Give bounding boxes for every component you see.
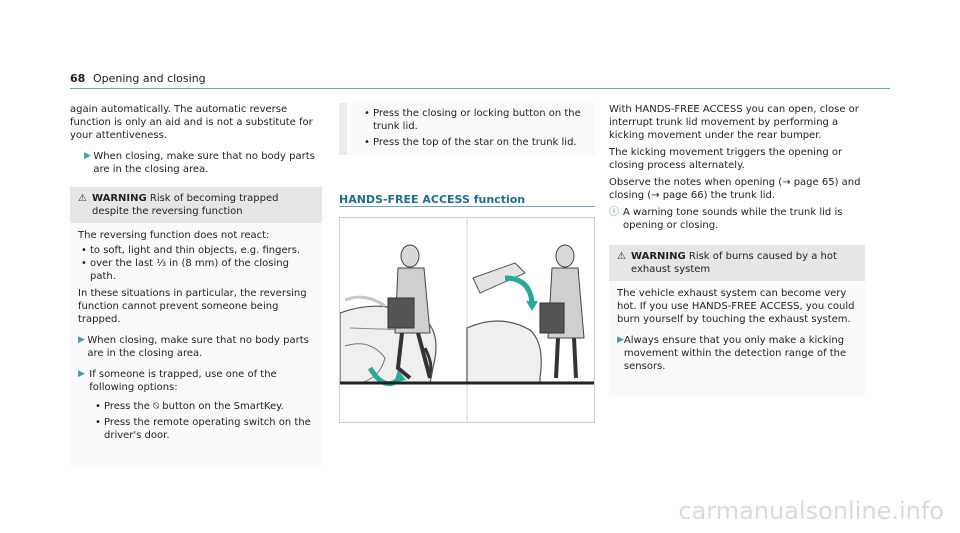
step-item: ▶ Always ensure that you only make a kic…	[617, 335, 847, 372]
step-text: When closing, make sure that no body par…	[93, 151, 315, 175]
column-3: With HANDS-FREE ACCESS you can open, clo…	[609, 103, 865, 232]
column-1: again automatically. The automatic rever…	[70, 103, 320, 182]
warning-body: The vehicle exhaust system can become ve…	[609, 281, 865, 396]
warning-header: ⚠ WARNING Risk of becoming trapped despi…	[70, 187, 322, 223]
step-item: ▶ When closing, make sure that no body p…	[84, 150, 320, 176]
warning-triangle-icon: ⚠	[617, 251, 626, 262]
note-text: A warning tone sounds while the trunk li…	[623, 207, 843, 231]
lid-arrow-icon	[504, 275, 535, 304]
step-arrow-icon: ▶	[78, 335, 85, 345]
info-icon: ⓘ	[609, 207, 619, 218]
lid-arrowhead-icon	[526, 301, 538, 311]
paragraph: With HANDS-FREE ACCESS you can open, clo…	[609, 104, 859, 141]
hands-free-illustration	[339, 217, 595, 423]
intro-paragraph: again automatically. The automatic rever…	[70, 104, 313, 141]
kick-arrowhead-icon	[394, 370, 406, 383]
section-title: HANDS-FREE ACCESS function	[339, 193, 526, 206]
section-rule	[339, 206, 595, 207]
column-2: •Press the closing or locking button on …	[339, 103, 595, 155]
warning-box: ⚠ WARNING Risk of burns caused by a hot …	[609, 245, 865, 396]
car-rear-right	[466, 262, 542, 384]
header-rule	[70, 88, 890, 89]
list-item: •Press the remote operating switch on th…	[95, 417, 311, 441]
list-item: •to soft, light and thin objects, e.g. f…	[81, 245, 301, 256]
paragraph: The kicking movement triggers the openin…	[609, 147, 843, 171]
warning-body-text: The reversing function does not react:	[78, 230, 270, 241]
step-item: ▶ When closing, make sure that no body p…	[78, 335, 309, 359]
warning-body: The reversing function does not react: •…	[70, 223, 322, 465]
person-right	[539, 244, 585, 379]
person-left	[387, 244, 433, 380]
watermark: carmanualsonline.info	[678, 497, 944, 525]
list-item: •Press the closing or locking button on …	[364, 108, 581, 132]
page-header-title: Opening and closing	[93, 72, 206, 85]
warning-body-text: The vehicle exhaust system can become ve…	[617, 288, 855, 325]
illustration-svg	[339, 218, 594, 422]
list-item: •Press the top of the star on the trunk …	[364, 137, 577, 148]
step-arrow-icon: ▶	[78, 369, 85, 379]
continued-options: •Press the closing or locking button on …	[339, 103, 595, 155]
warning-headline: Risk of burns caused by a hot exhaust sy…	[631, 251, 837, 275]
note: ⓘ A warning tone sounds while the trunk …	[609, 206, 865, 232]
step-arrow-icon: ▶	[617, 335, 624, 345]
warning-body-text: In these situations in particular, the r…	[78, 288, 307, 325]
warning-label: WARNING	[92, 193, 147, 204]
warning-triangle-icon: ⚠	[78, 193, 87, 204]
list-item: •over the last ⅓ in (8 mm) of the closin…	[81, 258, 289, 282]
paragraph: Observe the notes when opening (→ page 6…	[609, 177, 861, 201]
step-item: ▶ If someone is trapped, use one of the …	[78, 369, 277, 393]
page-number: 68	[70, 72, 86, 85]
warning-label: WARNING	[631, 251, 686, 262]
warning-headline: Risk of becoming trapped despite the rev…	[92, 193, 279, 217]
warning-box: ⚠ WARNING Risk of becoming trapped despi…	[70, 187, 322, 465]
warning-header: ⚠ WARNING Risk of burns caused by a hot …	[609, 245, 865, 281]
step-arrow-icon: ▶	[84, 151, 91, 161]
list-item: •Press the ⍉ button on the SmartKey.	[95, 401, 284, 412]
